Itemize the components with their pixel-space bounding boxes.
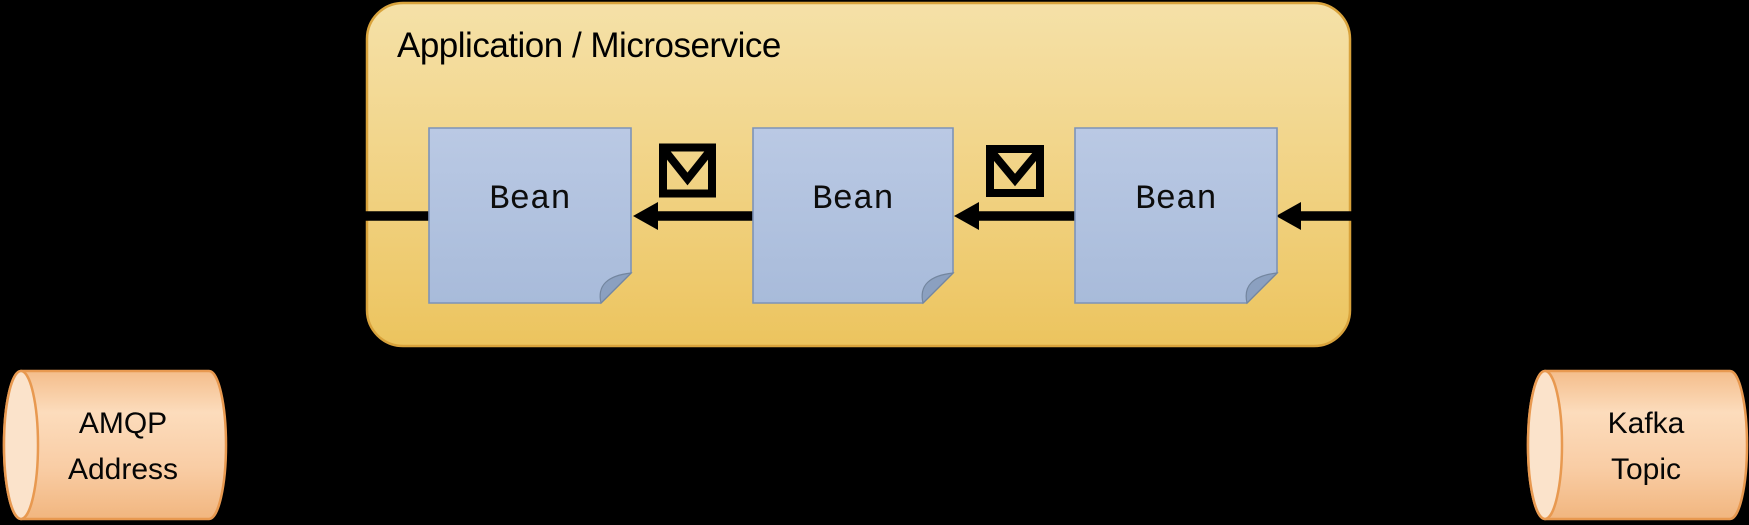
envelope-flap-chevron (989, 150, 1041, 187)
cylinder-end-cap (1526, 369, 1564, 521)
bean-node-2 (752, 127, 955, 305)
bean-node-1 (428, 127, 633, 305)
connectors (100, 202, 1749, 230)
bean-nodes (428, 127, 1279, 305)
bean-label: Bean (1135, 181, 1217, 219)
amqp-address-cylinder (2, 369, 228, 521)
bean-label: Bean (812, 181, 894, 219)
arrow-kafka-to-bean3 (1276, 202, 1749, 230)
arrow-bean3-to-bean2 (954, 202, 1079, 230)
amqp-address-label: AMQP Address (28, 401, 218, 493)
message-envelope-icon (659, 143, 716, 198)
arrow-bean2-to-bean1 (633, 202, 757, 230)
kafka-topic-cylinder (1526, 369, 1749, 521)
bean-folded-corner (921, 272, 955, 305)
amqp-address-label-line1: AMQP (78, 407, 168, 440)
message-envelope-icon (986, 145, 1044, 197)
arrow-head (954, 202, 979, 230)
cylinder-end-cap (2, 369, 40, 521)
kafka-topic-label-line2: Topic (1610, 453, 1682, 486)
envelope-body (986, 145, 1044, 197)
application-box-title: Application / Microservice (397, 26, 781, 65)
amqp-address-label-line2: Address (67, 453, 179, 486)
envelope-flap-chevron (662, 149, 713, 186)
envelope-body (659, 143, 716, 198)
kafka-topic-label: Kafka Topic (1550, 401, 1742, 493)
bean-folded-corner (1245, 272, 1279, 305)
bean-node-3 (1074, 127, 1279, 305)
bean-folded-corner (599, 272, 633, 305)
kafka-topic-label-line1: Kafka (1607, 407, 1685, 440)
arrow-head (1276, 202, 1301, 230)
message-icons (659, 143, 1044, 198)
bean-label: Bean (489, 181, 571, 219)
arrow-head (633, 202, 658, 230)
